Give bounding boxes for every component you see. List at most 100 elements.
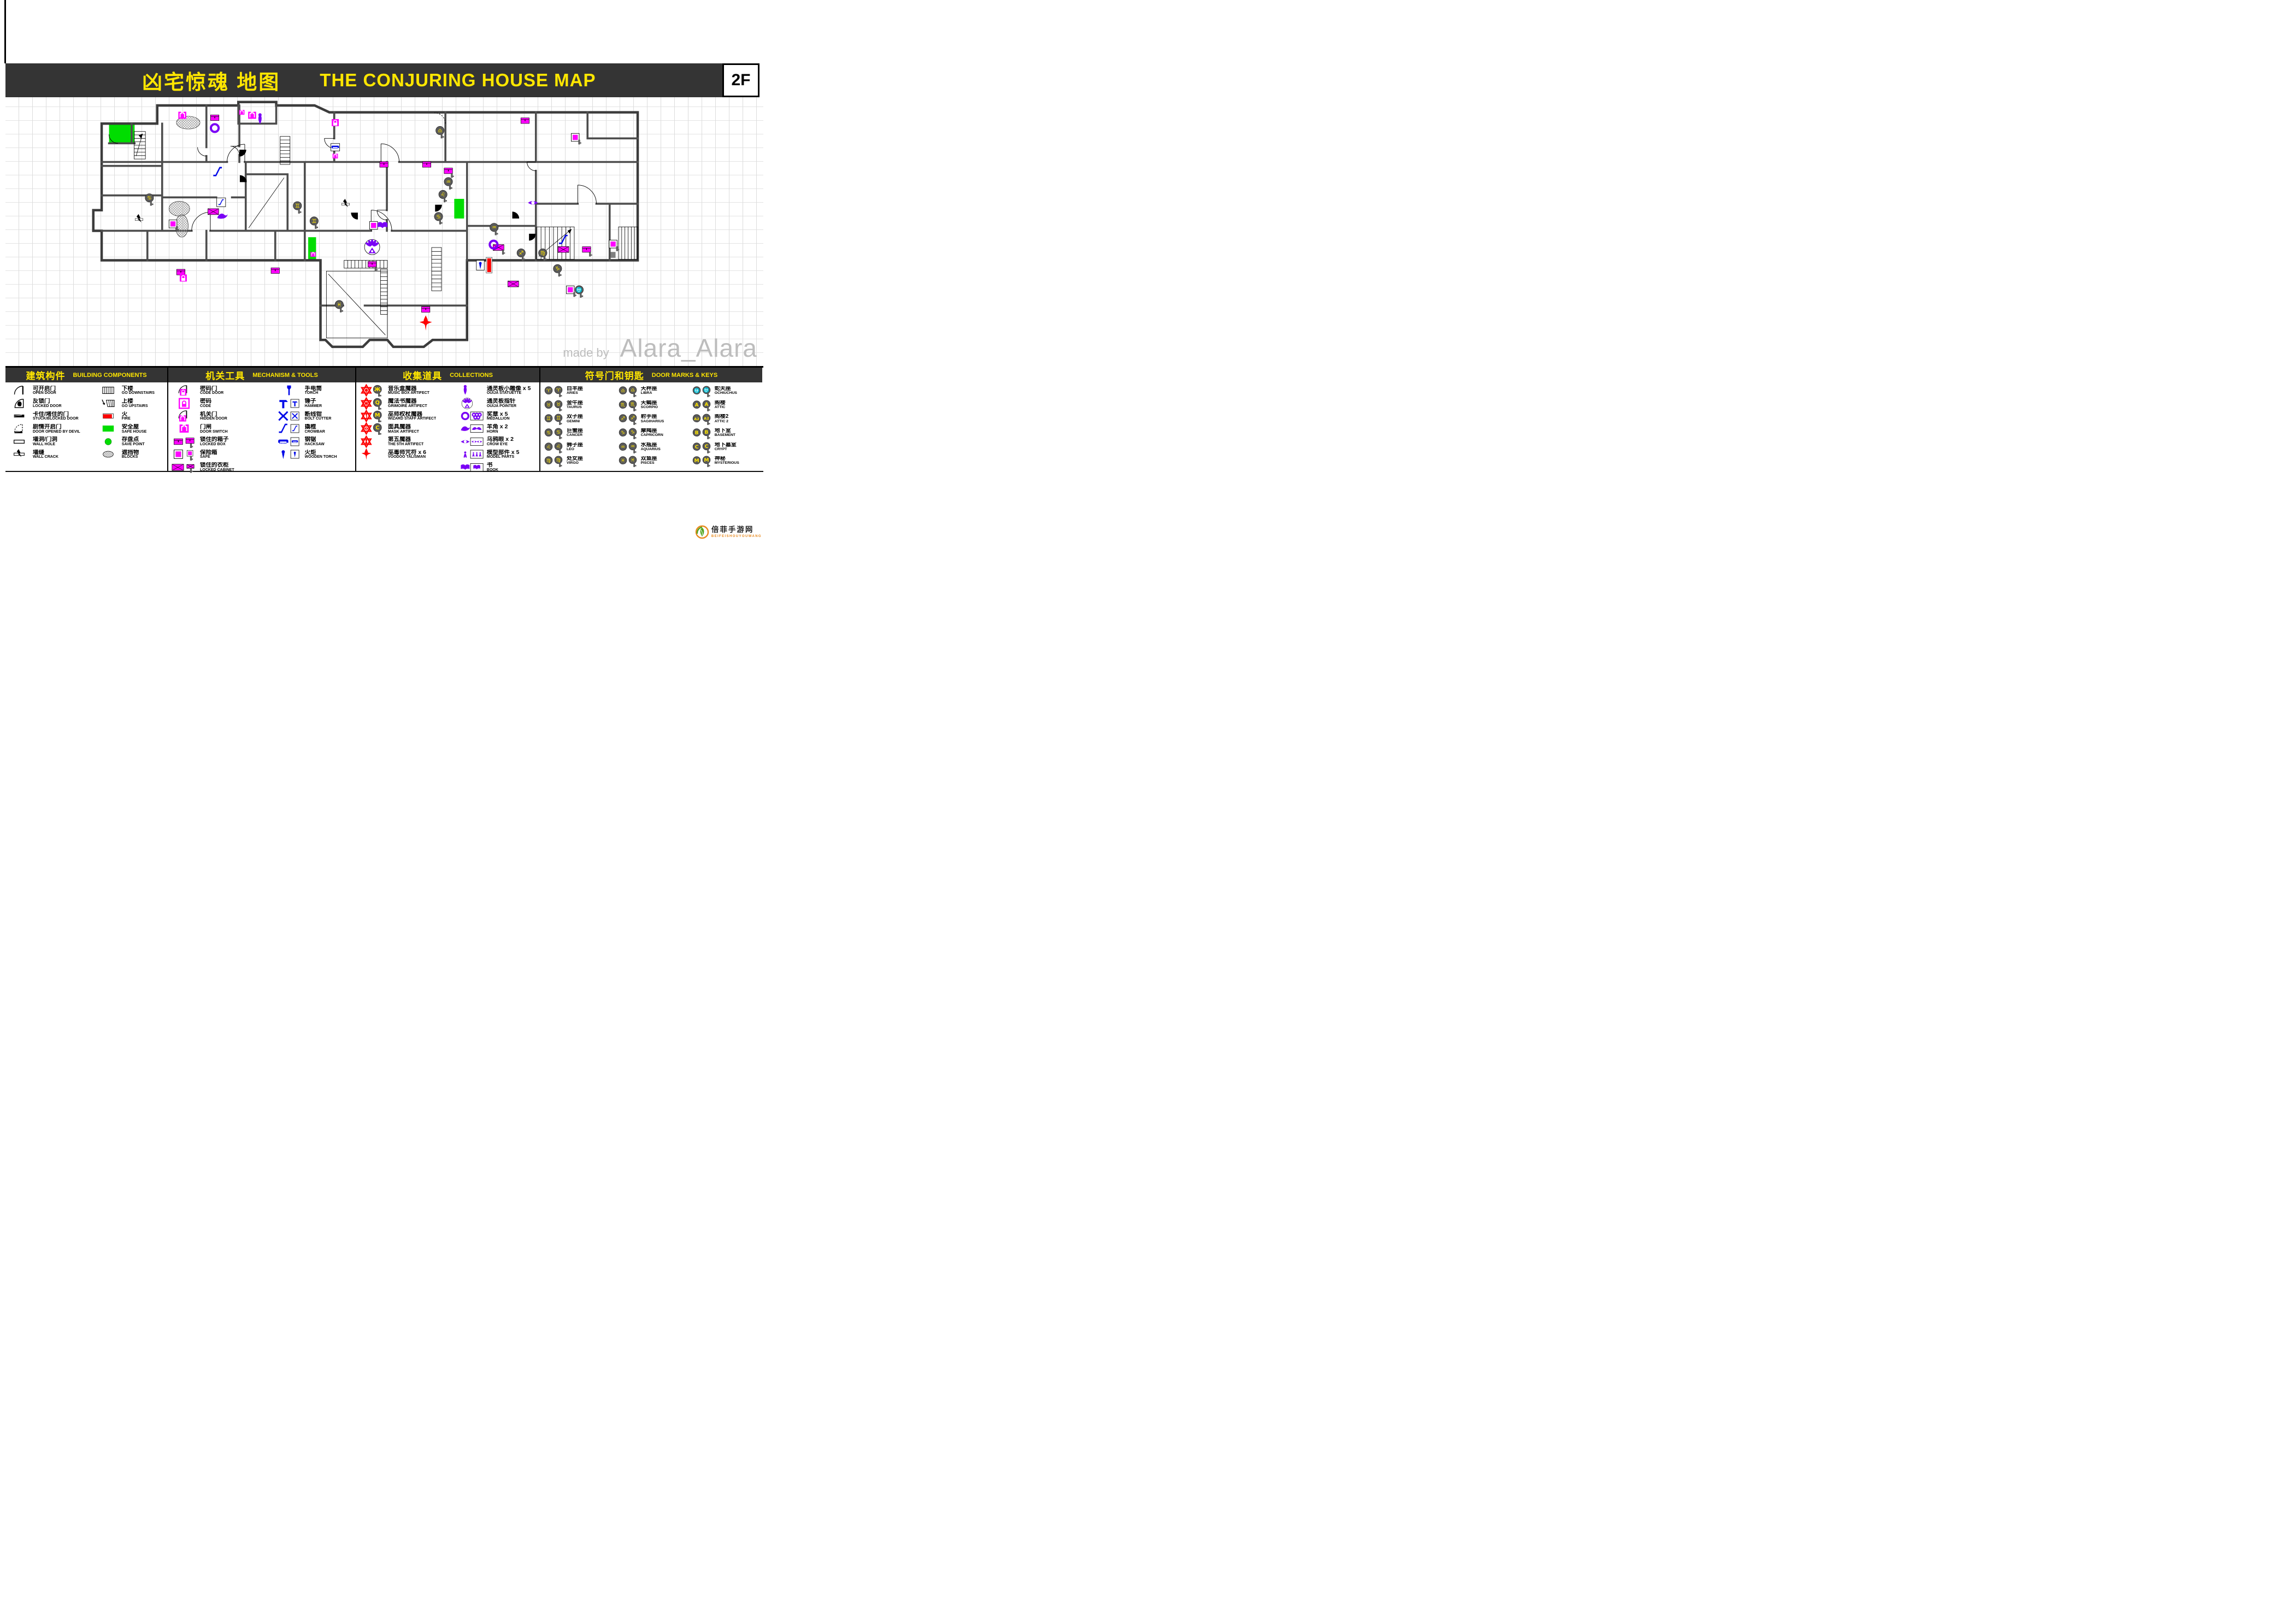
safe-rooms-layer [109, 123, 464, 260]
voodoo-talisman-marker [419, 315, 432, 331]
zodiac-key-marker: ♒ [444, 177, 453, 190]
stuck-door-icon [5, 410, 33, 422]
page-title-cn: 凶宅惊魂 地图 [142, 71, 281, 93]
code-door-icon [168, 384, 200, 397]
zodiac-icon: ♌♌ [540, 441, 567, 453]
zodiac-key-marker: ♍ [538, 248, 547, 261]
open-room-views [248, 178, 388, 339]
svg-text:♋: ♋ [556, 430, 561, 435]
safe-icon [168, 448, 200, 461]
floor-badge: 2F [722, 63, 760, 97]
hidden-door-icon [168, 410, 200, 422]
code-marker [332, 119, 339, 126]
svg-text:♒: ♒ [446, 179, 451, 185]
zodiac-icon: ⛎⛎ [688, 385, 715, 398]
locked-door-marker [239, 175, 247, 182]
svg-text:B: B [704, 430, 708, 435]
hacksaw-marker [331, 143, 340, 151]
zodiac-icon: ♋♋ [540, 427, 567, 439]
zodiac-key-marker: ♓ [334, 300, 344, 312]
svg-text:♒: ♒ [631, 444, 635, 450]
svg-text:♊: ♊ [295, 203, 300, 209]
blocks-icon [95, 448, 122, 461]
credit-author: Alara_Alara [620, 334, 757, 362]
svg-text:M: M [694, 458, 699, 464]
svg-text:♓: ♓ [631, 458, 635, 463]
code-marker [179, 274, 187, 282]
svg-text:Q: Q [375, 400, 380, 406]
wall-crack-marker [341, 199, 350, 208]
zodiac-key-marker: ♊ [309, 216, 319, 229]
svg-text:♎: ♎ [631, 388, 635, 393]
blocks-marker [168, 201, 190, 216]
locked-box-marker [176, 269, 185, 275]
zodiac-icon: ♓♓ [615, 455, 641, 468]
zodiac-key-marker: ⛎ [574, 285, 584, 298]
zodiac-key-marker: ♒ [490, 223, 499, 235]
door-switch-marker [248, 111, 256, 119]
locked-box-key-marker [368, 261, 378, 272]
zodiac-icon: ♒♒ [615, 441, 641, 453]
doors [109, 134, 597, 231]
locked-cabinet-key-marker [493, 244, 505, 255]
medallion-icon [455, 410, 487, 422]
locked-box-icon [168, 435, 200, 448]
wooden-torch-icon [273, 448, 305, 461]
crowbar-icon [273, 422, 305, 435]
legend-panel-header: 建筑构件 BUILDING COMPONENTS [5, 368, 167, 382]
locked-door-marker [512, 211, 520, 219]
open-door-icon [5, 384, 33, 397]
book-marker [377, 222, 387, 228]
locked-door-marker [239, 150, 246, 157]
safe-house-marker [109, 123, 135, 144]
svg-text:♌: ♌ [440, 192, 445, 198]
crow-eye-marker [528, 201, 538, 205]
svg-text:♓: ♓ [621, 458, 625, 464]
locked-cabinet-icon [168, 461, 200, 474]
locked-box-key-marker [582, 246, 592, 257]
svg-text:C: C [704, 444, 708, 450]
torch-icon [273, 384, 305, 397]
model-parts-icon [455, 448, 487, 461]
zodiac-key-marker: ♎ [435, 126, 445, 139]
statuette-icon [455, 384, 487, 397]
svg-text:♉: ♉ [556, 402, 561, 408]
svg-text:♐: ♐ [519, 250, 523, 256]
zodiac-icon: ♈♈ [540, 385, 567, 398]
zodiac-icon: ♑♑ [615, 427, 641, 439]
crowbar-marker [216, 197, 226, 207]
watermark-logo-icon [695, 525, 709, 539]
legend-panel-header: 机关工具 MECHANISM & TOOLS [168, 368, 355, 382]
legend-panel-header: 收集道具 COLLECTIONS [356, 368, 539, 382]
svg-text:♊: ♊ [311, 219, 316, 225]
legend-title-en: BUILDING COMPONENTS [73, 371, 147, 379]
staircases [134, 131, 638, 315]
safe-key-marker [571, 133, 581, 145]
